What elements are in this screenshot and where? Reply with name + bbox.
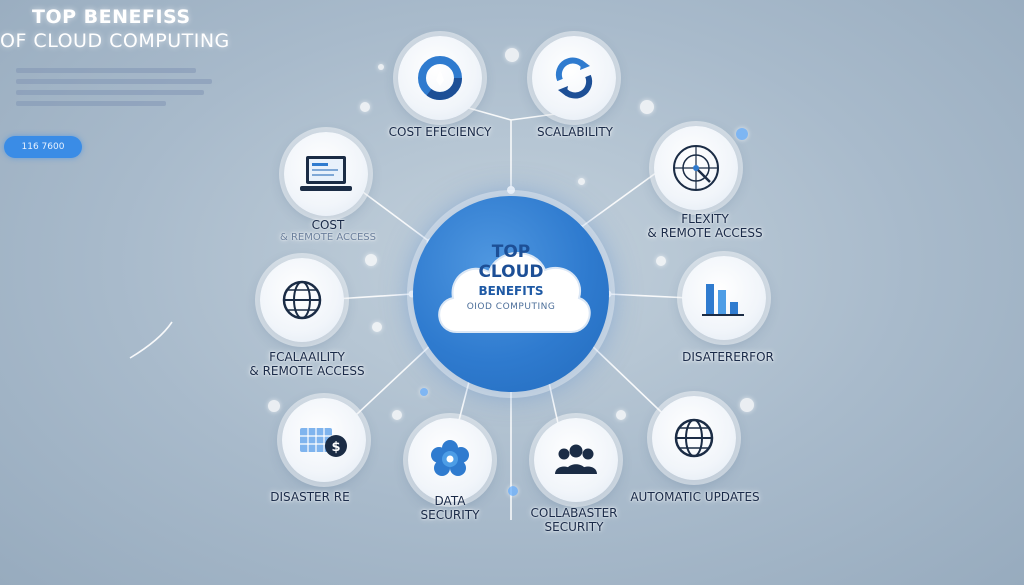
hub-title-2: CLOUD (478, 262, 544, 282)
node-automatic-updates[interactable] (652, 396, 736, 480)
heading-line-2: OF CLOUD COMPUTING (0, 30, 230, 52)
sparkle (372, 322, 382, 332)
label-collabaster: COLLABASTER SECURITY (530, 506, 618, 534)
svg-text:$: $ (331, 440, 340, 455)
node-scalability[interactable] (532, 36, 616, 120)
sparkle (508, 486, 518, 496)
blurb-placeholder (16, 68, 216, 112)
sparkle (392, 410, 402, 420)
label-fcalaaility: FCALAAILITY & REMOTE ACCESS (249, 350, 365, 378)
node-cost[interactable] (284, 132, 368, 216)
dollar-calendar-icon: $ (300, 428, 347, 457)
node-collabaster[interactable] (534, 418, 618, 502)
heading-line-1: TOP BENEFISS (32, 6, 191, 28)
circular-arrows-icon (555, 57, 593, 99)
label-cost: COST & REMOTE ACCESS (280, 218, 376, 243)
center-hub: TOP CLOUD BENEFITS OIOD COMPUTING (413, 196, 609, 392)
node-data-security[interactable] (408, 418, 492, 502)
hub-subtitle: OIOD COMPUTING (466, 302, 556, 312)
bar-chart-icon (702, 284, 744, 316)
sparkle (268, 400, 280, 412)
cta-pill[interactable]: 116 7600 (4, 136, 82, 158)
sparkle (578, 178, 585, 185)
donut-gauge-icon (418, 56, 462, 100)
sparkle (378, 64, 384, 70)
sparkle (365, 254, 377, 266)
label-automatic-updates: AUTOMATIC UPDATES (630, 490, 760, 504)
sparkle (505, 48, 519, 62)
sparkle (740, 398, 754, 412)
node-cost-efficiency[interactable] (398, 36, 482, 120)
sparkle (656, 256, 666, 266)
node-disaterefor[interactable] (682, 256, 766, 340)
globe-icon (674, 418, 714, 458)
laptop-icon (300, 156, 352, 191)
cloud-icon (438, 252, 591, 333)
sparkle (616, 410, 626, 420)
hub-title-3: BENEFITS (478, 284, 544, 298)
gear-flower-icon (431, 440, 469, 476)
sparkle (420, 388, 428, 396)
users-icon (555, 444, 597, 474)
label-disaterefor: DISATERERFOR (682, 350, 774, 364)
hub-title-1: TOP (491, 242, 531, 262)
label-disaster-re: DISASTER RE (270, 490, 350, 504)
label-scalability: SCALABILITY (536, 125, 614, 139)
globe-icon (282, 280, 322, 320)
radar-icon (673, 145, 719, 191)
node-flexity[interactable] (654, 126, 738, 210)
node-disaster-re[interactable]: $ (282, 398, 366, 482)
sparkle (736, 128, 748, 140)
label-flexity: FLEXITY & REMOTE ACCESS (647, 212, 763, 240)
sparkle (640, 100, 654, 114)
node-fcalaaility[interactable] (260, 258, 344, 342)
label-cost-efficiency: COST EFECIENCY (388, 125, 492, 139)
sparkle (360, 102, 370, 112)
label-data-security: DATA SECURITY (420, 494, 480, 522)
